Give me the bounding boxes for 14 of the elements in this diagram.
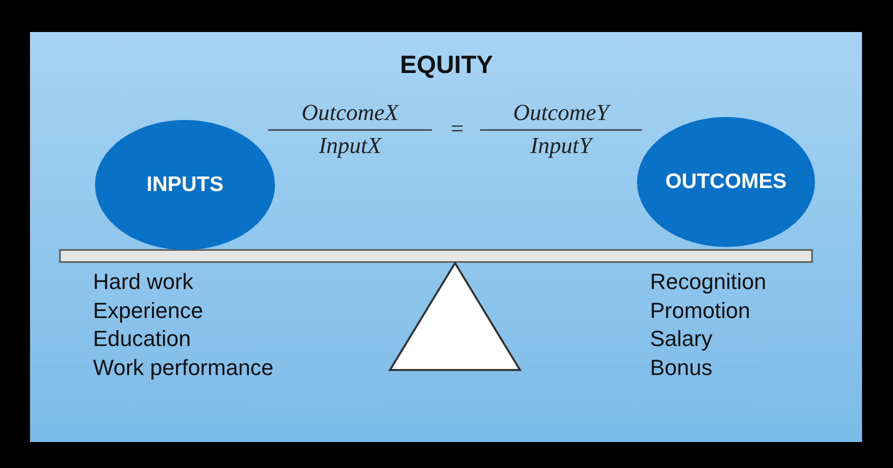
list-item: Promotion xyxy=(650,298,750,324)
list-item: Salary xyxy=(650,326,712,352)
equals-sign: = xyxy=(448,116,466,142)
list-item: Bonus xyxy=(650,354,712,380)
title: EQUITY xyxy=(398,50,494,80)
formula-term: OutcomeY xyxy=(512,100,612,126)
list-item: Work performance xyxy=(93,354,274,380)
list-item: Hard work xyxy=(93,269,194,295)
formula-term: InputX xyxy=(318,133,383,159)
formula-term: OutcomeX xyxy=(300,100,400,126)
list-item: Education xyxy=(93,326,191,352)
list-item: Recognition xyxy=(650,269,766,295)
list-item: Experience xyxy=(93,298,204,324)
formula-term: InputY xyxy=(529,133,595,159)
